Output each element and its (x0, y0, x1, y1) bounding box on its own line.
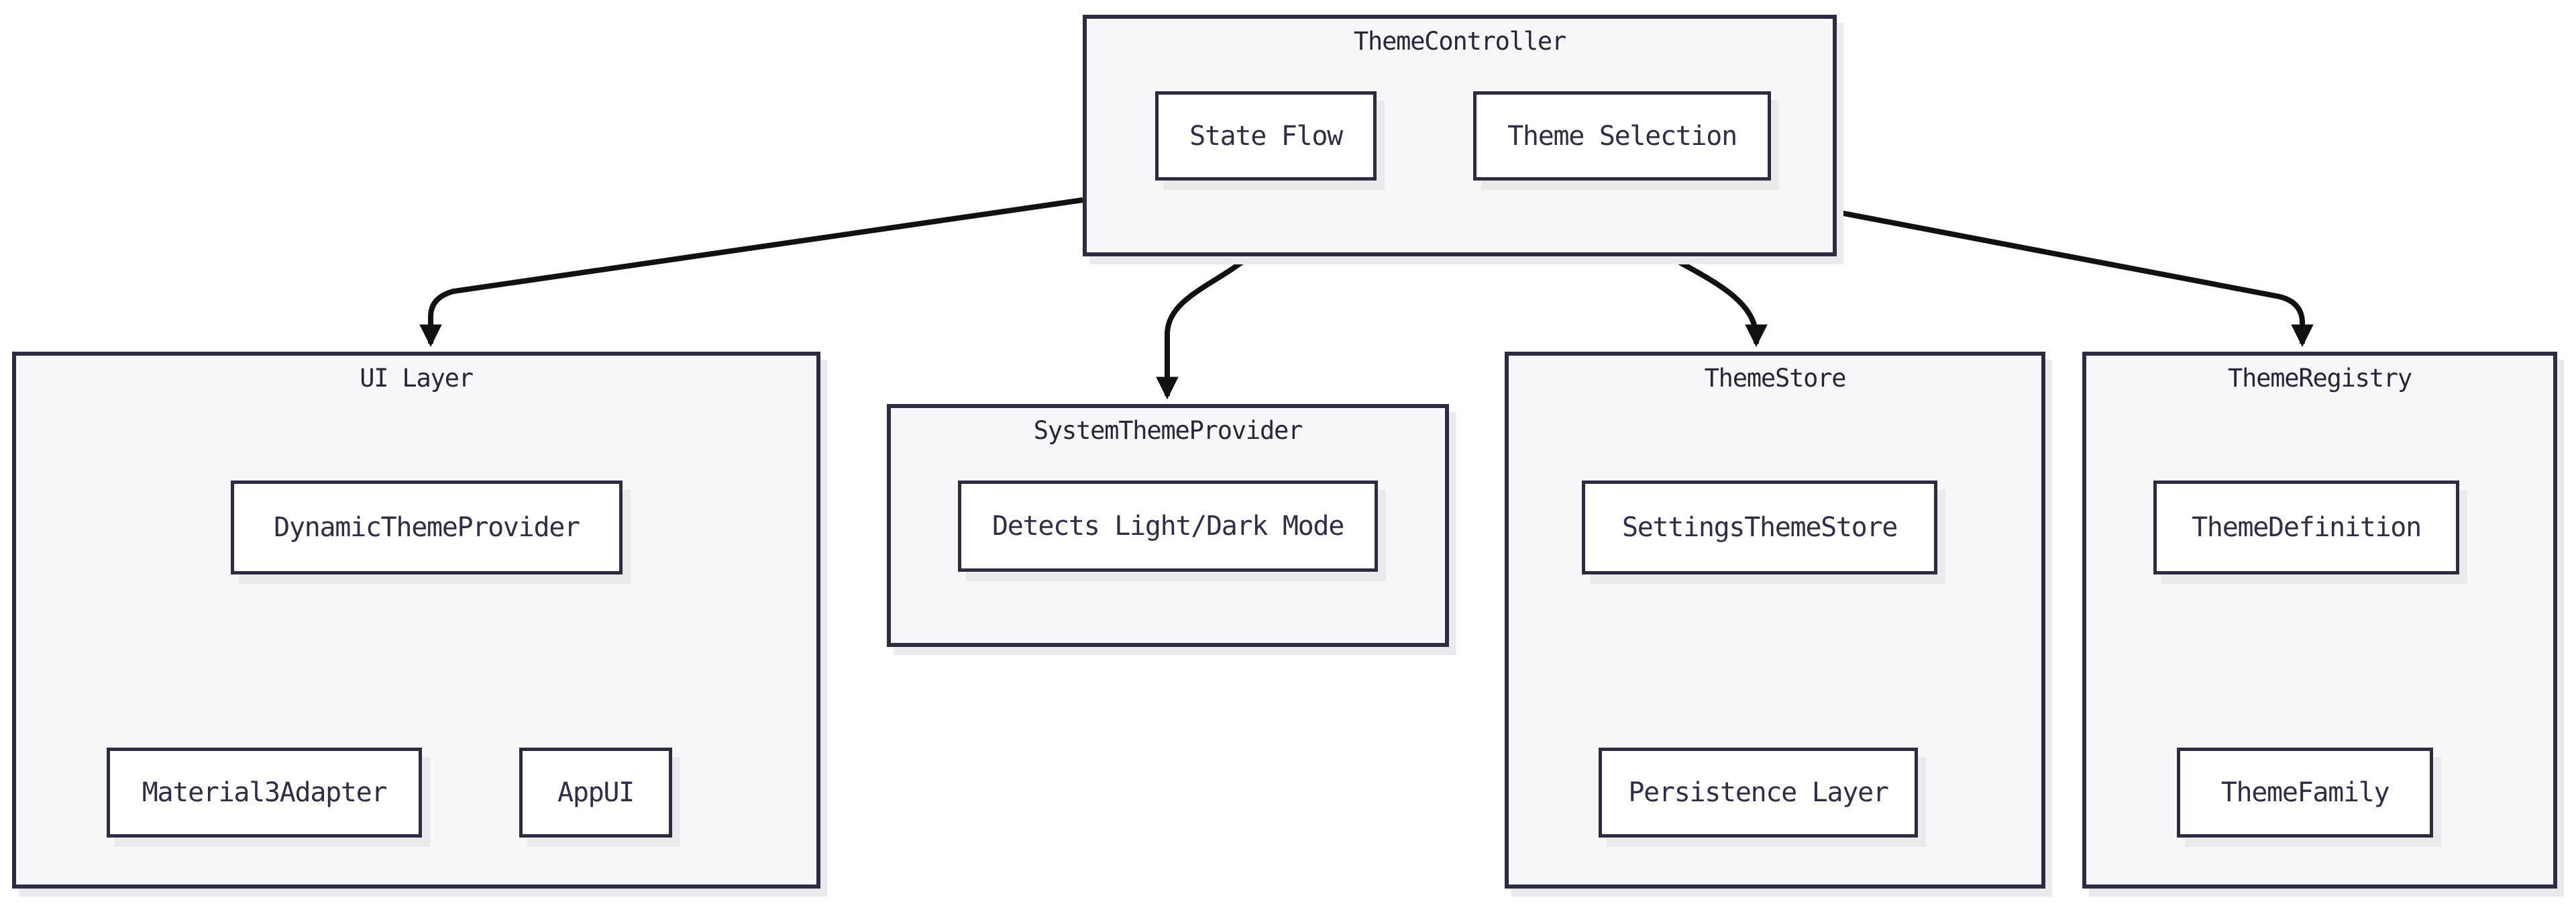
edge-themecontroller-systemthemeprovider (1156, 254, 1251, 400)
node-material3-adapter: Material3Adapter (107, 748, 422, 838)
node-label: SettingsThemeStore (1621, 512, 1898, 543)
group-theme-registry: ThemeRegistry ThemeDefinition ThemeFamil… (2082, 352, 2557, 889)
group-title: SystemThemeProvider (1033, 416, 1303, 445)
node-label: ThemeDefinition (2192, 512, 2422, 543)
node-label: Theme Selection (1507, 120, 1737, 152)
group-ui-layer: UI Layer DynamicThemeProvider Material3A… (12, 352, 820, 889)
node-label: Detects Light/Dark Mode (992, 511, 1344, 542)
group-theme-store: ThemeStore SettingsThemeStore Persistenc… (1505, 352, 2045, 889)
node-label: ThemeFamily (2220, 777, 2390, 808)
node-theme-definition: ThemeDefinition (2153, 481, 2459, 574)
group-theme-controller: ThemeController State Flow Theme Selecti… (1083, 15, 1837, 256)
node-label: Material3Adapter (142, 777, 388, 808)
node-theme-family: ThemeFamily (2177, 748, 2433, 838)
edge-themecontroller-themeregistry (1836, 209, 2314, 348)
node-settings-theme-store: SettingsThemeStore (1582, 481, 1937, 574)
group-title: ThemeRegistry (2228, 364, 2412, 393)
group-title: ThemeController (1353, 27, 1566, 56)
node-persistence-layer: Persistence Layer (1599, 748, 1918, 838)
node-detects-light-dark-mode: Detects Light/Dark Mode (958, 481, 1378, 572)
edge-themecontroller-uilayer (419, 197, 1083, 348)
node-label: State Flow (1189, 120, 1343, 152)
group-system-theme-provider: SystemThemeProvider Detects Light/Dark M… (887, 404, 1449, 647)
node-label: AppUI (557, 777, 635, 808)
group-title: ThemeStore (1704, 364, 1847, 393)
node-label: Persistence Layer (1628, 777, 1889, 808)
node-app-ui: AppUI (519, 748, 672, 838)
node-theme-selection: Theme Selection (1473, 91, 1771, 181)
node-dynamic-theme-provider: DynamicThemeProvider (231, 481, 623, 574)
node-label: DynamicThemeProvider (274, 512, 580, 543)
edge-themecontroller-themestore (1668, 254, 1768, 348)
node-state-flow: State Flow (1155, 91, 1377, 181)
group-title: UI Layer (360, 364, 474, 393)
